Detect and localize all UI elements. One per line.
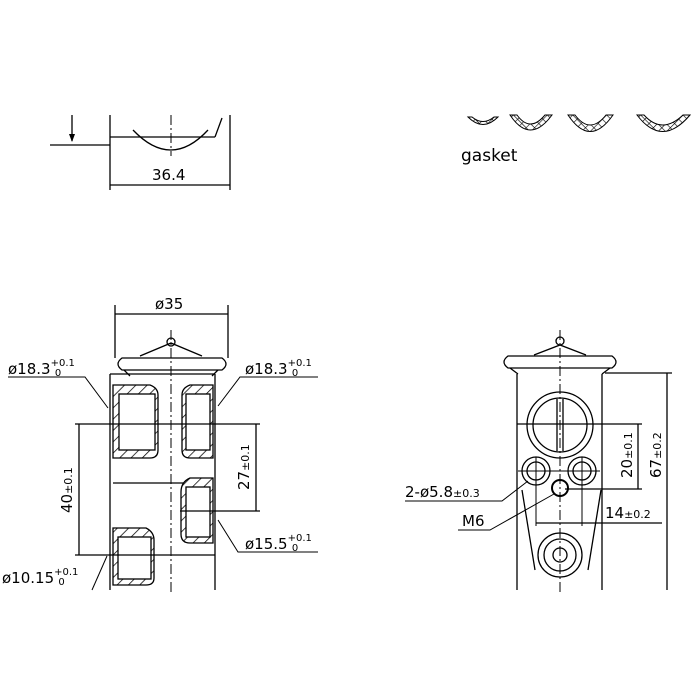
dimension-40: 40±0.1: [58, 467, 76, 513]
gasket-set: gasket: [461, 114, 692, 166]
dimension-14: 14±0.2: [605, 504, 651, 522]
dimension-20: 20±0.1: [618, 432, 636, 478]
gasket-label: gasket: [461, 146, 518, 166]
top-view: 36.4: [50, 115, 231, 190]
dimension-67: 67±0.2: [647, 432, 665, 478]
diameter-35-label: ø35: [155, 295, 183, 313]
mounting-holes-label: 2-ø5.8±0.3: [405, 483, 480, 501]
dimension-27: 27±0.1: [235, 444, 253, 490]
width-dimension-36-4: 36.4: [152, 166, 185, 184]
thread-m6-label: M6: [462, 512, 485, 530]
side-view: 14±0.2 20±0.1 67±0.2 2-ø5.8±0.3 M6: [405, 330, 672, 595]
